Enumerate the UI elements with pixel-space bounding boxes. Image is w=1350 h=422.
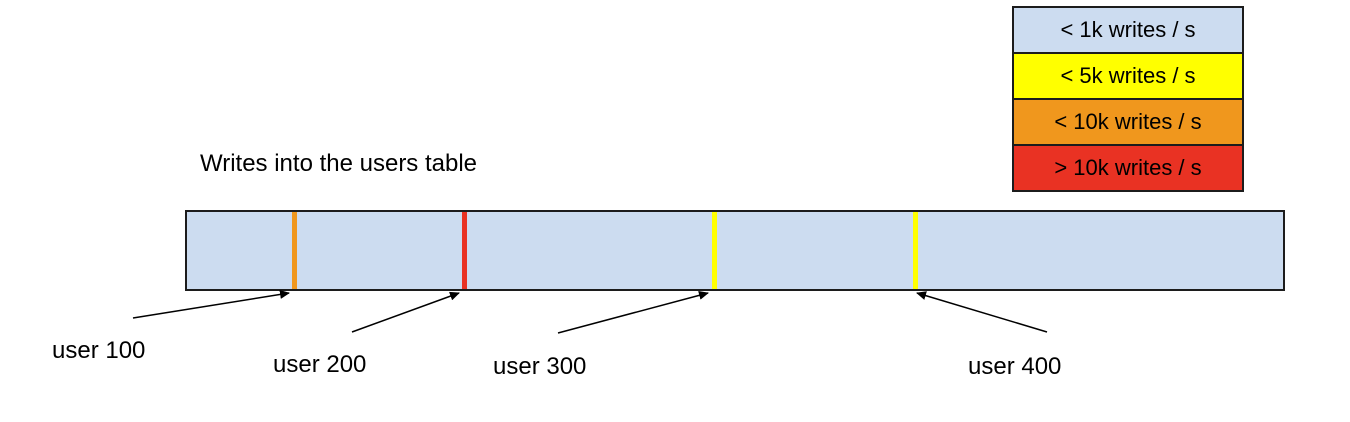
write-hotspot-marker-user-300 [712, 212, 717, 289]
legend-item-lt-1k: < 1k writes / s [1012, 6, 1244, 54]
write-hotspot-marker-user-200 [462, 212, 467, 289]
write-hotspot-marker-user-400 [913, 212, 918, 289]
legend-item-lt-10k: < 10k writes / s [1012, 98, 1244, 146]
legend: < 1k writes / s < 5k writes / s < 10k wr… [1012, 6, 1244, 192]
legend-item-lt-5k: < 5k writes / s [1012, 52, 1244, 100]
arrow-user-200 [351, 291, 460, 333]
user-100-label: user 100 [52, 337, 146, 364]
users-table-bar [185, 210, 1285, 291]
diagram-title: Writes into the users table [200, 150, 478, 177]
user-400-label: user 400 [968, 353, 1062, 380]
write-hotspot-marker-user-100 [292, 212, 297, 289]
arrow-user-400 [916, 291, 1048, 333]
arrow-user-100 [132, 289, 290, 319]
arrow-user-300 [557, 290, 709, 334]
user-300-label: user 300 [493, 353, 587, 380]
user-200-label: user 200 [273, 351, 367, 378]
legend-item-gt-10k: > 10k writes / s [1012, 144, 1244, 192]
